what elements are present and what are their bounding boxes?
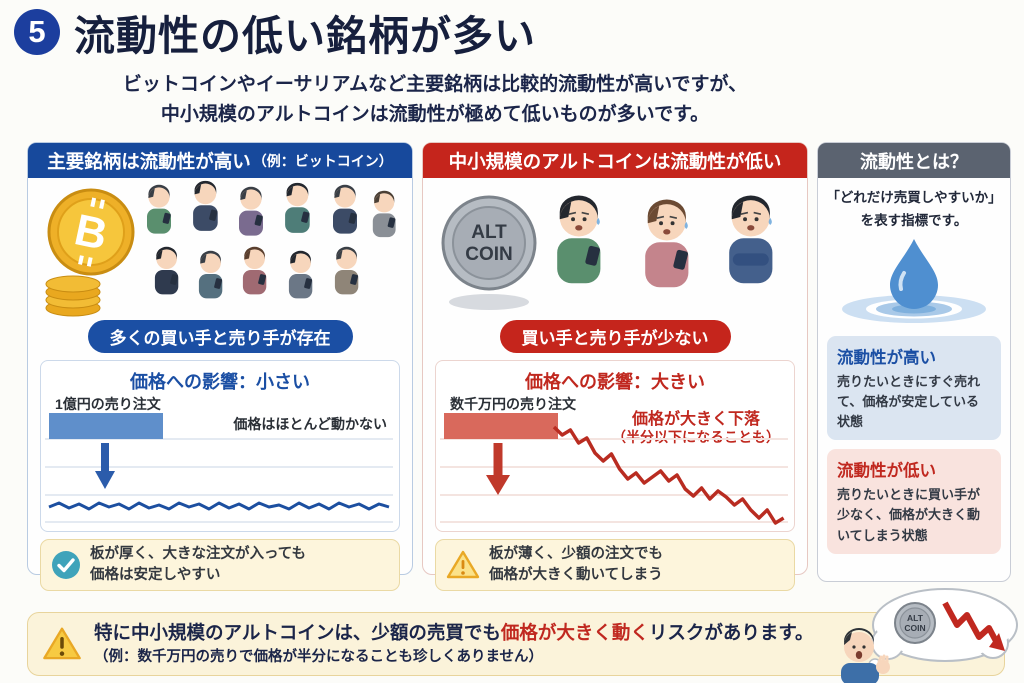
- warning-icon: [43, 627, 81, 660]
- bitcoin-coin-icon: B: [47, 188, 135, 276]
- altcoin-note-line2: 価格が大きく動いてしまう: [489, 567, 663, 583]
- svg-text:ALT: ALT: [907, 613, 924, 623]
- panel-major-header-text: 主要銘柄は流動性が高い: [47, 150, 251, 172]
- altcoin-note-text: 板が薄く、少額の注文でも 価格が大きく動いてしまう: [489, 544, 663, 586]
- worried-people-illustration: [557, 195, 773, 288]
- crowd-illustration: [147, 180, 396, 299]
- low-liquidity-title: 流動性が低い: [837, 462, 936, 481]
- liquidity-header-text: 流動性とは？: [860, 151, 968, 172]
- major-badge: 多くの買い手と売り手が存在: [87, 320, 353, 353]
- panel-major-header-note: （例：ビットコイン）: [252, 152, 393, 169]
- high-liquidity-desc: 売りたいときにすぐ売れて、価格が安定している状態: [837, 373, 981, 430]
- major-price-chart: [45, 413, 393, 523]
- banner-subtext: （例：数千万円の売りで価格が半分になることも珍しくありません）: [94, 648, 544, 665]
- altcoin-result-label1: 価格が大きく下落: [632, 411, 761, 428]
- thought-bubble: ALT COIN: [841, 588, 1018, 683]
- major-coins-illustration: B: [45, 180, 396, 317]
- crash-arrow-icon: [942, 601, 1005, 651]
- altcoin-chart-title: 価格への影響：大きい: [525, 372, 705, 392]
- major-note-line2: 価格は安定しやすい: [90, 567, 221, 583]
- major-coin-price-line: [48, 501, 390, 511]
- altcoin-price-line: [552, 425, 785, 525]
- panel-altcoins: 中小規模のアルトコインは流動性が低い ALT COIN 買い手と売り手が少ない …: [422, 142, 808, 591]
- banner-text-highlight: 価格が大きく動く: [500, 622, 649, 644]
- bottom-warning-banner: 特に中小規模のアルトコインは、少額の売買でも価格が大きく動くリスクがあります。 …: [27, 612, 1005, 676]
- mascot-character: [841, 628, 890, 683]
- liquidity-desc-line1: 「どれだけ売買しやすいか」: [826, 190, 1002, 205]
- major-result-label: 価格はほとんど動かない: [233, 416, 387, 432]
- svg-text:ALT: ALT: [471, 222, 507, 243]
- altcoin-result-label2: （半分以下になることも）: [612, 429, 780, 445]
- down-arrow-icon: [486, 443, 510, 495]
- banner-text-after: リスクがあります。: [648, 622, 814, 644]
- panel-altcoin-header: 中小規模のアルトコインは流動性が低い: [423, 143, 807, 178]
- major-note: 板が厚く、大きな注文が入っても 価格は安定しやすい: [40, 539, 400, 591]
- major-chart-title: 価格への影響：小さい: [130, 372, 310, 392]
- mascot-bubble-illustration: ALT COIN: [833, 585, 1023, 683]
- altcoin-badge: 買い手と売り手が少ない: [499, 320, 731, 353]
- altcoin-order-label: 数千万円の売り注文: [450, 396, 576, 412]
- high-liquidity-box: 流動性が高い 売りたいときにすぐ売れて、価格が安定している状態: [827, 335, 1001, 441]
- down-arrow-icon: [95, 443, 115, 489]
- major-note-line1: 板が厚く、大きな注文が入っても: [90, 545, 307, 562]
- panel-major-header: 主要銘柄は流動性が高い （例：ビットコイン）: [28, 143, 412, 178]
- panel-liquidity-definition: 流動性とは？ 「どれだけ売買しやすいか」 を表す指標です。 流動性が高い 売りた…: [817, 142, 1011, 582]
- svg-text:COIN: COIN: [904, 623, 925, 633]
- liquidity-description: 「どれだけ売買しやすいか」 を表す指標です。: [824, 187, 1004, 233]
- subtitle-line1: ビットコインやイーサリアムなど主要銘柄は比較的流動性が高いですが、: [122, 74, 748, 95]
- panel-major-coins: 主要銘柄は流動性が高い （例：ビットコイン） B: [27, 142, 413, 591]
- sell-order-bar: [444, 413, 558, 439]
- check-icon: [52, 551, 80, 579]
- sell-order-bar: [49, 413, 163, 439]
- altcoin-price-chart-card: 価格への影響：大きい 数千万円の売り注文 価格が大きく下落 （半分以下になること…: [435, 360, 795, 532]
- subtitle-line2: 中小規模のアルトコインは流動性が極めて低いものが多いです。: [160, 104, 710, 126]
- liquidity-header: 流動性とは？: [818, 143, 1010, 178]
- major-note-text: 板が厚く、大きな注文が入っても 価格は安定しやすい: [90, 544, 306, 586]
- banner-text-before: 特に中小規模のアルトコインは、少額の売買でも: [94, 622, 501, 644]
- altcoin-illustration: ALT COIN: [441, 195, 773, 310]
- altcoin-note-line1: 板が薄く、少額の注文でも: [489, 545, 663, 562]
- altcoin-coin-icon: ALT COIN: [441, 195, 537, 310]
- altcoin-price-chart: [440, 413, 788, 525]
- water-drop-icon: [842, 238, 986, 323]
- liquidity-desc-line2: を表す指標です。: [860, 212, 968, 228]
- section-number-badge: 5: [14, 9, 60, 55]
- major-price-chart-card: 価格への影響：小さい 1億円の売り注文 価格はほとんど動かない: [40, 360, 400, 532]
- banner-text: 特に中小規模のアルトコインは、少額の売買でも価格が大きく動くリスクがあります。 …: [94, 620, 814, 668]
- page-title: 流動性の低い銘柄が多い: [74, 13, 536, 59]
- low-liquidity-box: 流動性が低い 売りたいときに買い手が少なく、価格が大きく動いてしまう状態: [827, 449, 1001, 554]
- svg-text:COIN: COIN: [465, 244, 513, 265]
- warning-icon: [446, 550, 480, 579]
- coin-stack-icon: [45, 275, 101, 317]
- major-order-label: 1億円の売り注文: [55, 396, 161, 412]
- page-subtitle: ビットコインやイーサリアムなど主要銘柄は比較的流動性が高いですが、 中小規模のア…: [20, 70, 850, 131]
- altcoin-note: 板が薄く、少額の注文でも 価格が大きく動いてしまう: [435, 539, 795, 591]
- panel-altcoin-header-text: 中小規模のアルトコインは流動性が低い: [448, 150, 782, 172]
- high-liquidity-title: 流動性が高い: [837, 348, 936, 367]
- altcoin-icon: ALT COIN: [894, 602, 936, 644]
- low-liquidity-desc: 売りたいときに買い手が少なく、価格が大きく動いてしまう状態: [837, 487, 981, 543]
